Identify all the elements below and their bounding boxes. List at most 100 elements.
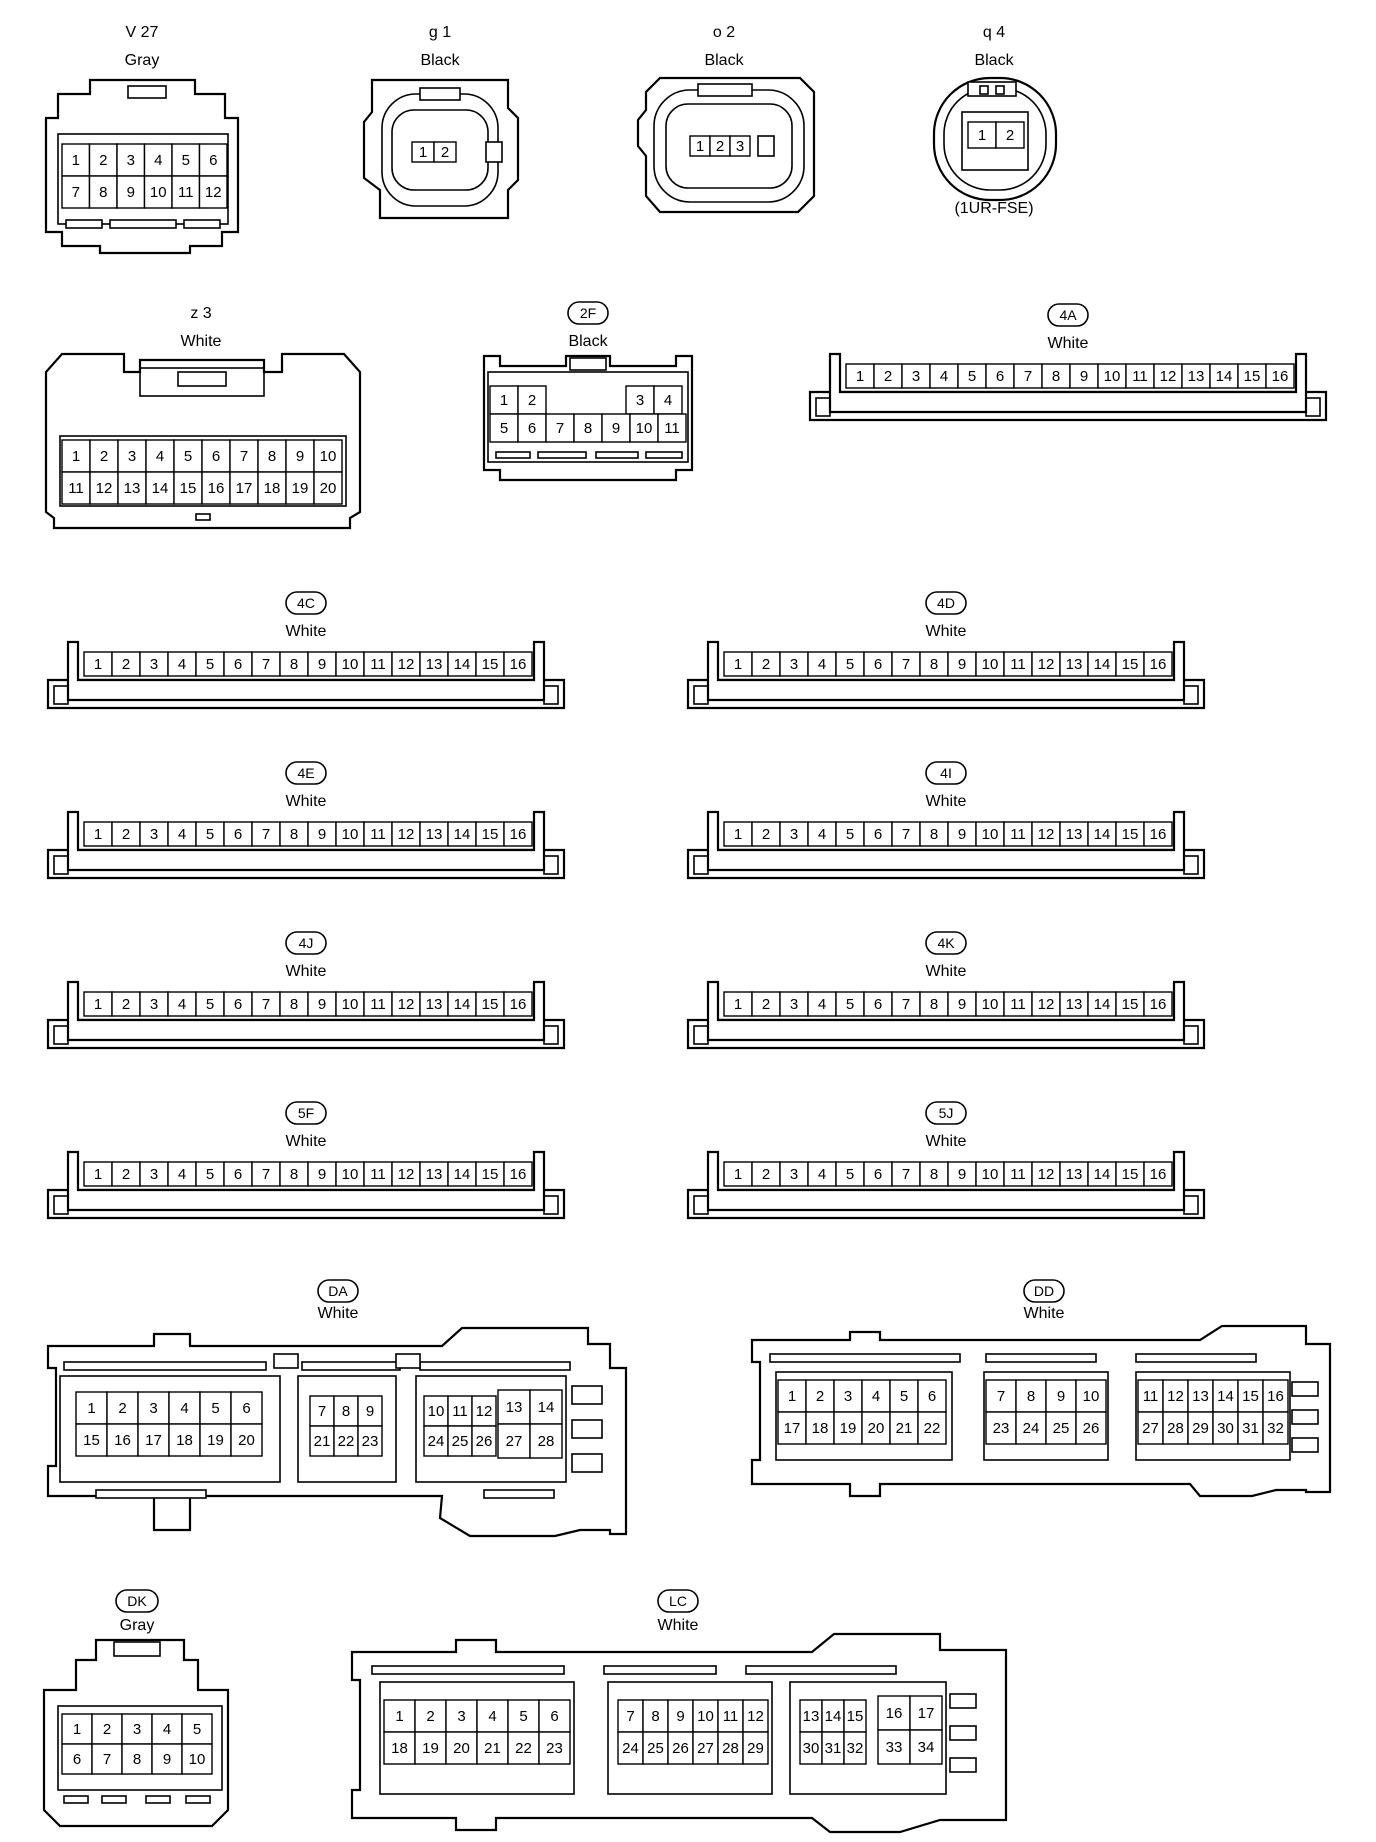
pin-number: 2: [100, 448, 108, 465]
pin-number: 1: [734, 996, 742, 1013]
pin-cell: [503, 991, 533, 1017]
pin-number: 16: [1272, 368, 1289, 385]
pin-number: 18: [176, 1432, 193, 1449]
pin-cell: [967, 121, 997, 149]
pin-cell: [447, 1161, 477, 1187]
pin-cell: [909, 1729, 943, 1765]
connector-id: z 3: [190, 305, 211, 322]
pin-number: 13: [124, 480, 141, 497]
pin-number: 2: [884, 368, 892, 385]
pin-number: 5: [968, 368, 976, 385]
pin-number: 16: [510, 996, 527, 1013]
pin-cell: [653, 385, 683, 415]
pin-cell: [363, 651, 393, 677]
pin-number: 3: [150, 826, 158, 843]
pin-number: 7: [72, 184, 80, 201]
pin-cell: [995, 121, 1025, 149]
pin-number: 6: [242, 1400, 250, 1417]
connector-note: (1UR-FSE): [954, 200, 1033, 217]
pin-number: 6: [234, 656, 242, 673]
pin-number: 13: [1066, 1166, 1083, 1183]
pin-cell: [285, 471, 315, 505]
pin-number: 5: [206, 826, 214, 843]
pin-number: 2: [528, 392, 536, 409]
pin-number: 3: [149, 1400, 157, 1417]
pin-number: 6: [212, 448, 220, 465]
pin-number: 12: [747, 1708, 764, 1725]
pin-number: 10: [636, 420, 653, 437]
pin-cell: [257, 471, 287, 505]
pin-cell: [391, 991, 421, 1017]
pin-number: 5: [846, 996, 854, 1013]
pin-number: 6: [73, 1751, 81, 1768]
connector-tag-oval: [925, 1101, 967, 1125]
pin-cell: [257, 439, 287, 473]
pin-number: 9: [318, 996, 326, 1013]
pin-cell: [507, 1699, 540, 1733]
pin-cell: [229, 439, 259, 473]
pin-cell: [279, 821, 309, 847]
connector-id: q 4: [983, 24, 1005, 41]
pin-cell: [279, 651, 309, 677]
connector-id: 2F: [580, 305, 596, 321]
pin-cell: [947, 651, 977, 677]
pin-number: 1: [94, 656, 102, 673]
pin-number: 2: [1006, 127, 1014, 144]
pin-number: 14: [825, 1708, 842, 1725]
pin-number: 11: [178, 184, 194, 201]
pin-number: 19: [292, 480, 309, 497]
connector-tag-oval: [285, 931, 327, 955]
pin-number: 19: [840, 1420, 857, 1437]
pin-number: 4: [818, 656, 826, 673]
pin-cell: [139, 821, 169, 847]
pin-number: 16: [510, 826, 527, 843]
pin-cell: [251, 821, 281, 847]
pin-number: 30: [803, 1740, 820, 1757]
pin-number: 6: [209, 152, 217, 169]
pin-cell: [517, 413, 547, 443]
pin-number: 2: [103, 1721, 111, 1738]
pin-cell: [307, 821, 337, 847]
pin-number: 11: [370, 656, 386, 673]
pin-number: 13: [1066, 996, 1083, 1013]
pin-cell: [335, 1161, 365, 1187]
pin-number: 19: [207, 1432, 224, 1449]
pin-cell: [223, 651, 253, 677]
pin-cell: [173, 471, 203, 505]
pin-number: 3: [636, 392, 644, 409]
pin-number: 10: [189, 1751, 206, 1768]
pin-cell: [1237, 363, 1267, 389]
pin-cell: [742, 1731, 769, 1765]
pin-cell: [909, 1695, 943, 1731]
pin-cell: [1181, 363, 1211, 389]
pin-number: 5: [900, 1388, 908, 1405]
pin-number: 11: [68, 480, 84, 497]
pin-number: 7: [902, 656, 910, 673]
pin-number: 23: [546, 1740, 563, 1757]
pin-number: 5: [182, 152, 190, 169]
pin-number: 25: [1053, 1420, 1070, 1437]
pin-cell: [929, 363, 959, 389]
connector-tag-oval: [1047, 303, 1089, 327]
pin-number: 5: [846, 826, 854, 843]
pin-cell: [538, 1731, 571, 1765]
pin-cell: [667, 1731, 694, 1765]
pin-number: 9: [163, 1751, 171, 1768]
connector-id: 4K: [937, 935, 955, 951]
pin-number: 16: [510, 656, 527, 673]
pin-cell: [617, 1731, 644, 1765]
pin-number: 24: [428, 1433, 445, 1450]
pin-cell: [1209, 363, 1239, 389]
pin-cell: [1143, 651, 1173, 677]
pin-number: 5: [206, 656, 214, 673]
pin-number: 9: [958, 826, 966, 843]
pin-number: 12: [1167, 1388, 1184, 1405]
pin-cell: [833, 1411, 863, 1445]
pin-number: 5: [211, 1400, 219, 1417]
pin-number: 8: [930, 826, 938, 843]
pin-number: 11: [370, 996, 386, 1013]
